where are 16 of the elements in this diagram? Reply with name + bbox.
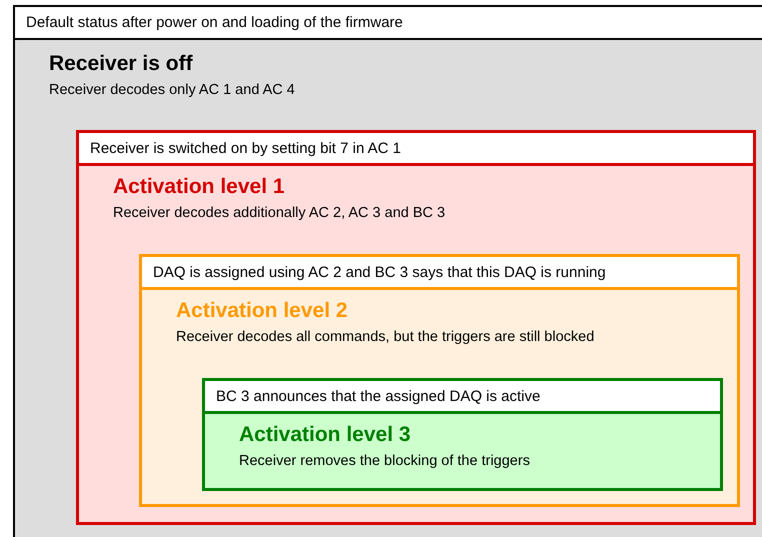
- level-description: Receiver decodes only AC 1 and AC 4: [49, 82, 295, 98]
- level-description: Receiver removes the blocking of the triggers: [239, 453, 530, 469]
- level-box: [76, 130, 756, 525]
- level-description: Receiver decodes all commands, but the triggers are still blocked: [176, 329, 594, 345]
- level-heading: Activation level 2: [176, 299, 348, 323]
- status-banner: Receiver is switched on by setting bit 7 in AC 1: [79, 133, 753, 166]
- level-heading: Activation level 3: [239, 423, 411, 447]
- level-box: [13, 5, 762, 537]
- level-box: [139, 254, 740, 507]
- status-banner: BC 3 announces that the assigned DAQ is active: [205, 381, 720, 414]
- level-heading: Activation level 1: [113, 175, 285, 199]
- status-banner: Default status after power on and loading of the firmware: [15, 7, 762, 40]
- level-box: [202, 378, 723, 491]
- status-banner: DAQ is assigned using AC 2 and BC 3 says that this DAQ is running: [142, 257, 737, 290]
- level-heading: Receiver is off: [49, 52, 193, 76]
- level-description: Receiver decodes additionally AC 2, AC 3 and BC 3: [113, 205, 446, 221]
